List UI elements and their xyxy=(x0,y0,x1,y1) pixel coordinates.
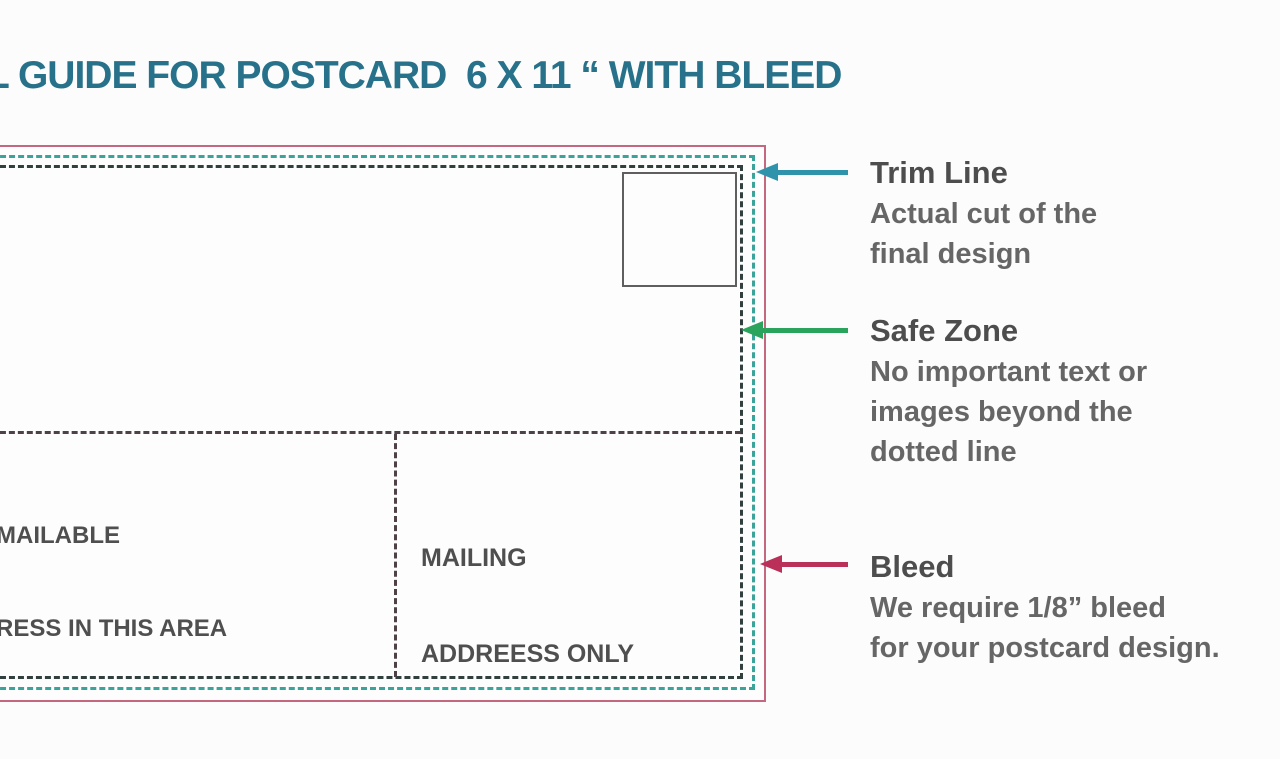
stamp-box xyxy=(622,172,737,287)
mailable-address-area-label: MAILABLE RESS IN THIS AREA xyxy=(0,458,227,706)
safe-zone-description-1: No important text or xyxy=(870,356,1148,388)
postcard-bleed-rectangle: MAILABLE RESS IN THIS AREA MAILING ADDRE… xyxy=(0,145,766,702)
safe-zone-description-2: images beyond the xyxy=(870,396,1133,428)
mailable-address-line-2: RESS IN THIS AREA xyxy=(0,615,228,642)
trim-line-description-2: final design xyxy=(870,238,1032,270)
safe-zone-dashed-rectangle xyxy=(0,165,743,679)
page-title: L GUIDE FOR POSTCARD 6 X 11 “ WITH BLEED xyxy=(0,54,842,97)
safe-zone-arrow-icon xyxy=(741,321,848,339)
bleed-annotation: Bleed We require 1/8” bleed for your pos… xyxy=(870,546,1270,668)
safe-zone-heading: Safe Zone xyxy=(870,313,1019,348)
mailing-address-line-2: ADDREESS ONLY xyxy=(421,640,635,668)
safe-zone-description-3: dotted line xyxy=(870,436,1017,468)
trim-line-dashed-rectangle xyxy=(0,155,755,690)
mailing-address-line-1: MAILING xyxy=(421,544,527,572)
bleed-heading: Bleed xyxy=(870,549,955,584)
bleed-arrow-icon xyxy=(760,555,848,573)
bleed-description-1: We require 1/8” bleed xyxy=(870,592,1167,624)
bleed-description-2: for your postcard design. xyxy=(870,632,1220,664)
trim-line-heading: Trim Line xyxy=(870,155,1008,190)
address-area-divider-vertical xyxy=(394,434,397,677)
mailable-address-line-1: MAILABLE xyxy=(0,522,120,549)
trim-line-description-1: Actual cut of the xyxy=(870,198,1098,230)
trim-line-annotation: Trim Line Actual cut of the final design xyxy=(870,152,1270,274)
safe-zone-annotation: Safe Zone No important text or images be… xyxy=(870,310,1270,472)
address-area-divider-horizontal xyxy=(0,431,741,434)
trim-line-arrow-icon xyxy=(756,163,848,181)
mailing-address-area-label: MAILING ADDREESS ONLY xyxy=(421,478,634,734)
